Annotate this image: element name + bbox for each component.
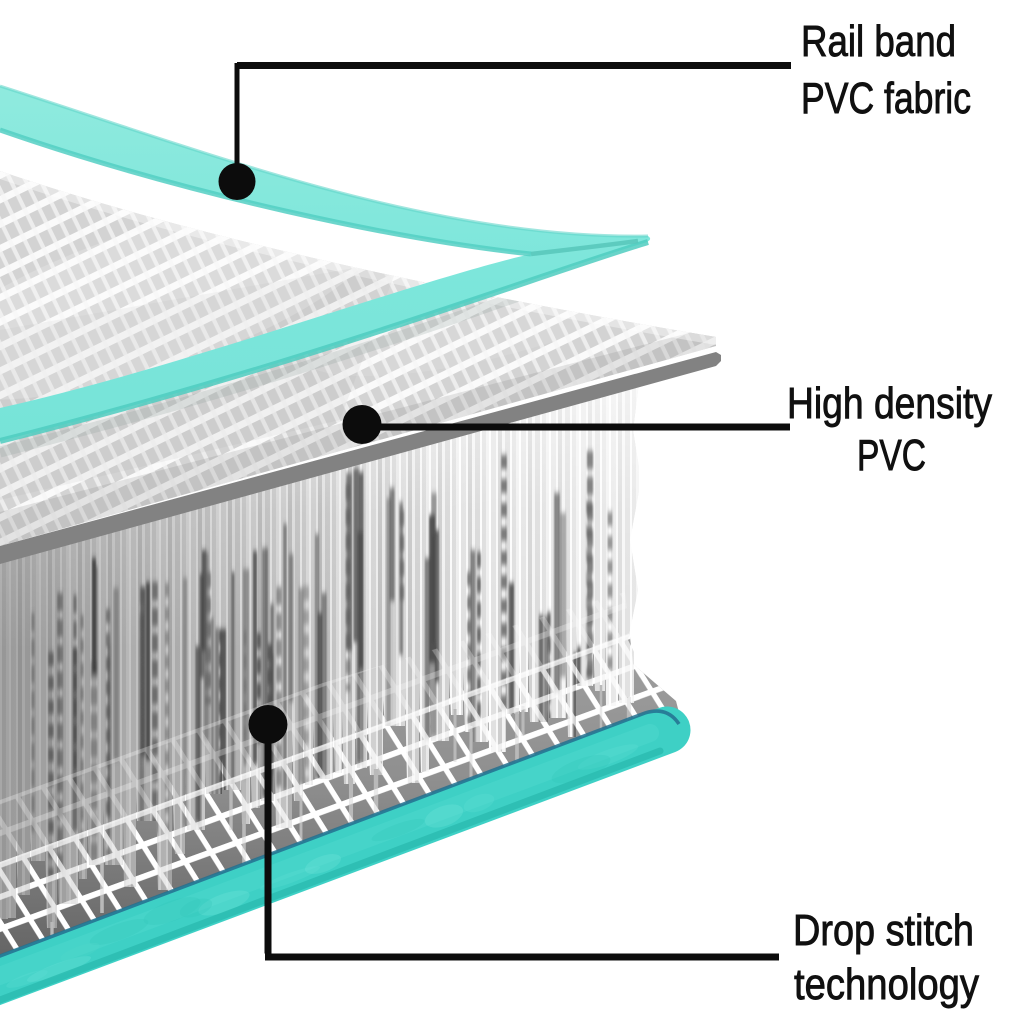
- svg-text:Rail band: Rail band: [801, 17, 956, 66]
- svg-text:PVC: PVC: [857, 431, 926, 480]
- svg-text:PVC fabric: PVC fabric: [801, 74, 971, 123]
- svg-text:High density: High density: [787, 379, 992, 428]
- svg-text:Drop stitch: Drop stitch: [793, 906, 974, 955]
- svg-text:technology: technology: [794, 960, 979, 1009]
